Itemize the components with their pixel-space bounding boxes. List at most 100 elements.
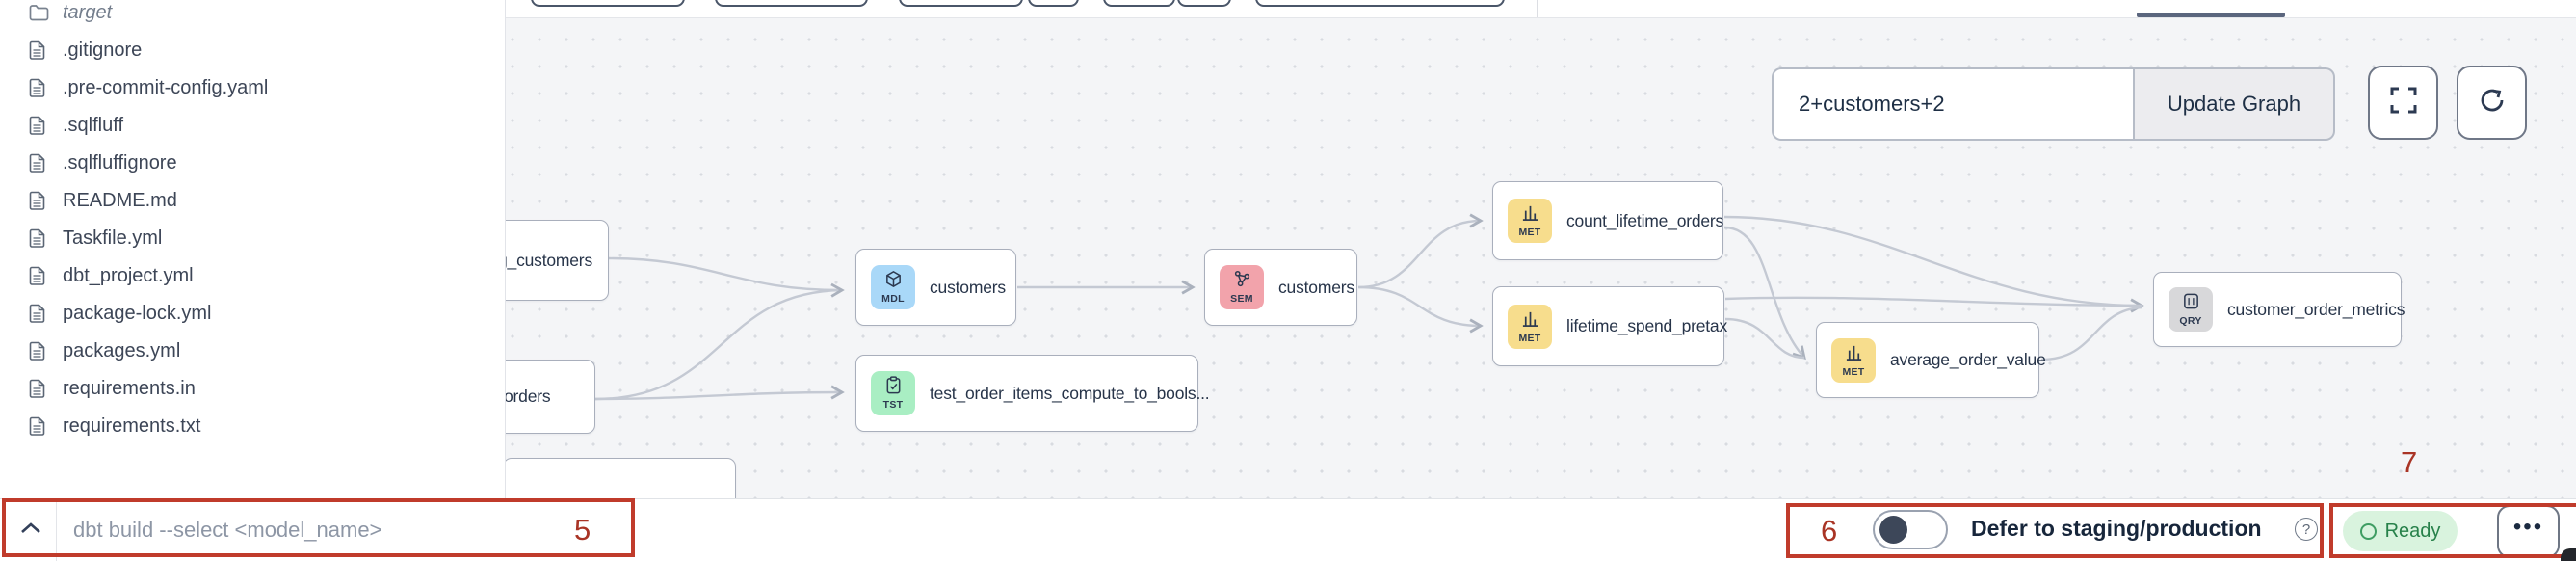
file-row[interactable]: dbt_project.yml [0,257,505,295]
file-explorer-panel: target .gitignore .pre-commit-config.yaml.… [0,0,506,498]
node-badge-text: MET [1518,227,1541,238]
node-badge-met: MET [1508,199,1552,243]
node-label: test_order_items_compute_to_bools... [930,383,1210,403]
node-badge-met: MET [1508,304,1552,349]
node-badge-text: QRY [2179,315,2202,327]
file-icon [29,266,50,286]
toggle-knob [1879,516,1907,544]
overflow-menu-button[interactable]: ••• [2497,505,2560,558]
toolbar-divider [1537,0,1538,17]
update-graph-button[interactable]: Update Graph [2134,67,2335,141]
node-label: average_order_value [1890,350,2046,369]
node-badge-met: MET [1831,337,1876,383]
file-name: README.md [63,190,177,211]
file-icon [29,191,50,211]
bar-chart-icon [1521,203,1539,226]
node-label: orders [504,387,551,406]
toolbar-button[interactable] [1255,0,1505,7]
node-badge-mdl: MDL [871,265,915,309]
file-row[interactable]: .pre-commit-config.yaml [0,69,505,107]
node-badge-tst: TST [871,371,915,415]
node-badge-text: SEM [1230,293,1253,305]
bar-chart-icon [1845,343,1863,365]
file-icon [29,116,50,136]
bar-chart-icon [1521,309,1539,332]
status-label: Ready [2384,520,2441,542]
file-name: Taskfile.yml [63,227,163,249]
graph-selector-input[interactable] [1772,67,2134,141]
annotation-number-7: 7 [2401,445,2418,479]
annotation-number-5: 5 [574,513,591,547]
graph-node-customer_order_metrics[interactable]: QRY customer_order_metrics [2153,272,2405,347]
file-name: package-lock.yml [63,303,212,324]
collapse-panel-button[interactable] [13,513,48,548]
defer-toggle-label: Defer to staging/production [1971,516,2262,541]
file-row[interactable]: .gitignore [0,32,505,69]
file-icon [29,153,50,174]
command-input[interactable] [73,507,613,553]
file-row[interactable]: .sqlfluff [0,107,505,145]
cube-icon [884,270,903,292]
node-label: customers [930,277,1006,297]
question-mark-icon[interactable]: ? [2295,518,2318,541]
toolbar-button[interactable] [1177,0,1231,7]
node-badge-text: MDL [881,293,905,305]
corner-widget-fragment [2561,548,2576,561]
toolbar-button[interactable] [715,0,868,7]
file-row[interactable]: requirements.in [0,370,505,408]
refresh-icon [2477,85,2508,120]
node-label: stg_customers [485,250,592,270]
file-icon [29,228,50,249]
file-row[interactable]: package-lock.yml [0,295,505,333]
graph-node-test_order_items[interactable]: TST test_order_items_compute_to_bools... [855,355,1210,432]
ellipsis-icon: ••• [2512,513,2544,540]
toolbar-button[interactable] [531,0,685,7]
file-name: requirements.in [63,378,196,399]
defer-toggle[interactable] [1873,510,1948,549]
graph-node-customers_model[interactable]: MDL customers [855,249,1016,326]
graph-node-count_lifetime_orders[interactable]: MET count_lifetime_orders [1492,181,1723,260]
node-badge-text: MET [1518,332,1541,344]
status-ring-icon [2359,522,2377,540]
file-row[interactable]: packages.yml [0,333,505,370]
table-icon [2182,292,2200,314]
file-name: .sqlfluffignore [63,152,177,174]
file-icon [29,341,50,361]
file-row[interactable]: requirements.txt [0,408,505,445]
toolbar-button[interactable] [1028,0,1079,7]
refresh-button[interactable] [2457,66,2527,140]
file-name: .gitignore [63,40,143,61]
file-row[interactable]: Taskfile.yml [0,220,505,257]
branch-icon [1233,270,1251,292]
node-label: lifetime_spend_pretax [1566,316,1728,335]
toolbar-button[interactable] [899,0,1023,7]
graph-node-customers_semantic[interactable]: SEM customers [1204,249,1357,326]
graph-node-lifetime_spend_pretax[interactable]: MET lifetime_spend_pretax [1492,286,1728,366]
annotation-number-6: 6 [1821,514,1838,548]
command-bar: Defer to staging/production ? Ready ••• [0,498,2576,561]
file-icon [29,304,50,324]
node-label: customers [1278,277,1354,297]
clipboard-check-icon [884,376,903,398]
node-badge-text: TST [882,399,904,411]
fullscreen-icon [2389,86,2418,120]
fullscreen-button[interactable] [2368,66,2438,140]
node-badge-qry: QRY [2169,287,2213,332]
file-row[interactable]: .sqlfluffignore [0,145,505,182]
file-name: requirements.txt [63,415,201,437]
status-badge: Ready [2343,511,2458,551]
node-label: customer_order_metrics [2227,299,2405,319]
graph-node-average_order_value[interactable]: MET average_order_value [1816,322,2046,398]
file-list: target .gitignore .pre-commit-config.yaml.… [0,0,505,445]
node-label: count_lifetime_orders [1566,210,1724,230]
active-tab-underline [2137,13,2285,17]
toolbar-button[interactable] [1103,0,1175,7]
file-name: dbt_project.yml [63,265,194,286]
folder-icon [29,5,50,21]
file-row[interactable]: target [0,0,505,32]
file-row[interactable]: README.md [0,182,505,220]
selector-group: Update Graph [1772,67,2335,141]
graph-node-partial[interactable] [503,458,736,498]
